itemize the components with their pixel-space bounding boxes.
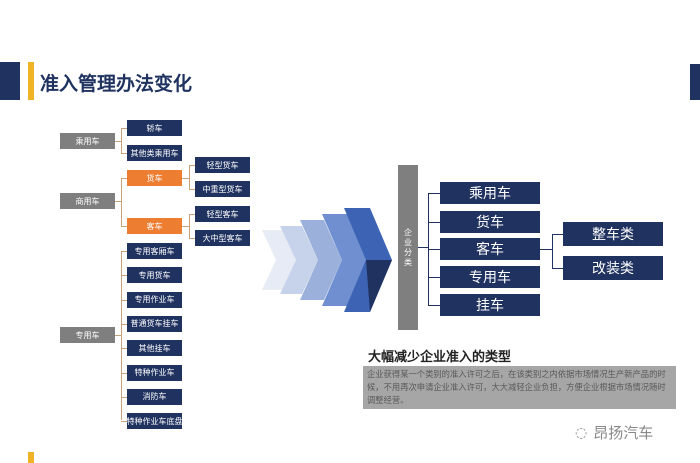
classification-item: 挂车 <box>440 294 540 316</box>
node-special-item: 特种作业车底盘 <box>127 413 183 430</box>
arrow-chevrons <box>262 208 392 312</box>
node-special-item: 其他挂车 <box>127 340 182 357</box>
node-special-item: 普通货车挂车 <box>127 315 182 332</box>
node-light-bus: 轻型客车 <box>195 206 250 222</box>
category-special: 专用车 <box>60 327 115 343</box>
classification-item: 乘用车 <box>440 182 540 204</box>
right-navy-bar <box>690 64 700 100</box>
category-commercial: 商用车 <box>60 193 115 209</box>
node-heavy-truck: 中重型货车 <box>195 181 250 197</box>
bottom-accent <box>28 452 34 463</box>
category-passenger: 乘用车 <box>60 133 115 149</box>
wechat-icon: ◌ <box>575 424 588 441</box>
node-special-item: 专用作业车 <box>127 291 182 308</box>
node-other-passenger: 其他类乘用车 <box>127 145 182 161</box>
node-truck: 货车 <box>127 170 182 186</box>
node-special-item: 专用货车 <box>127 267 182 284</box>
enterprise-classification-bar: 企业分类 <box>398 165 418 330</box>
node-light-truck: 轻型货车 <box>195 157 250 173</box>
group-complete-vehicle: 整车类 <box>563 222 663 246</box>
classification-item: 客车 <box>440 238 540 260</box>
page-title: 准入管理办法变化 <box>40 73 193 95</box>
classification-item: 专用车 <box>440 266 540 288</box>
node-bus: 客车 <box>127 218 182 234</box>
node-special-item: 特种作业车 <box>127 364 182 381</box>
accent-bar <box>28 62 34 100</box>
classification-label: 企业分类 <box>404 227 412 267</box>
classification-item: 货车 <box>440 211 540 233</box>
group-modified-vehicle: 改装类 <box>563 256 663 280</box>
node-large-bus: 大中型客车 <box>195 230 250 246</box>
node-sedan: 轿车 <box>127 120 182 136</box>
left-navy-bar <box>0 62 20 100</box>
node-special-item: 消防车 <box>127 388 182 405</box>
subtitle: 大幅减少企业准入的类型 <box>368 350 512 365</box>
description-box: 企业获得某一个类别的准入许可之后，在该类别之内依据市场情况生产新产品的时候，不用… <box>363 366 676 409</box>
node-special-item: 专用客厢车 <box>127 243 182 259</box>
watermark: ◌ 昂扬汽车 <box>575 424 654 442</box>
